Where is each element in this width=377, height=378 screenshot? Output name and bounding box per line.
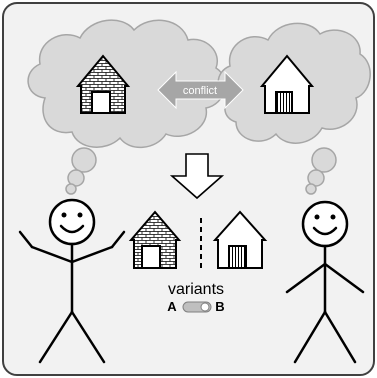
variant-a-label: A (167, 299, 177, 314)
variant-brick-house-door (141, 245, 161, 269)
conflict-arrow: conflict (157, 70, 244, 110)
toggle-switch-icon (182, 301, 212, 313)
down-arrow-icon (169, 153, 225, 200)
variant-brick-house-icon (128, 210, 182, 269)
left-figure-head (48, 198, 96, 246)
left-stick-figure (18, 198, 126, 364)
right-figure-head (301, 200, 349, 248)
variant-wooden-house-door (228, 245, 247, 269)
wooden-house-icon (259, 54, 315, 114)
variant-b-label: B (215, 299, 224, 314)
double-arrow-icon (157, 70, 244, 110)
brick-house-icon (75, 54, 131, 114)
variants-label: variants (168, 281, 224, 298)
brick-house-door (91, 91, 111, 114)
variant-wooden-house-icon (212, 210, 268, 269)
right-stick-figure (285, 200, 365, 364)
conflict-label: conflict (183, 85, 217, 97)
wooden-house-door (275, 91, 293, 114)
